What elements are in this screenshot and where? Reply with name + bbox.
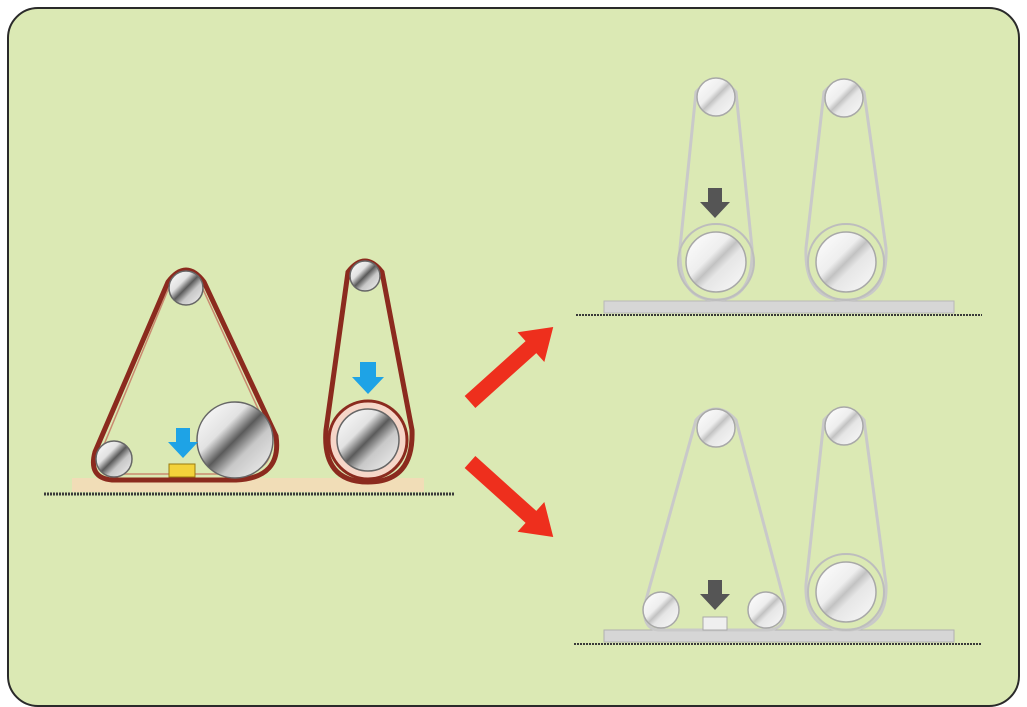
ghost-top-pulley [696, 77, 736, 117]
red-transition-arrow-icon [464, 456, 554, 537]
ghost-ring [807, 223, 885, 301]
ghost-ring [677, 223, 755, 301]
ghost-drive-pulley [815, 231, 877, 293]
down-arrow-icon [168, 428, 198, 458]
top-idler-pulley [168, 270, 204, 306]
base-plate [603, 629, 955, 643]
transition-arrows [464, 327, 554, 537]
ghost-tension-block [702, 616, 728, 631]
ghost-bottom-right-pulley [747, 591, 785, 629]
base-plate [603, 300, 955, 314]
ghost-bottom-left-pulley [642, 591, 680, 629]
down-arrow-icon [700, 580, 730, 610]
triangle-belt [90, 267, 280, 483]
down-arrow-icon [352, 362, 384, 394]
ghost-ring [807, 553, 885, 631]
large-drive-pulley [196, 401, 274, 479]
ghost-top-pulley [824, 406, 864, 446]
narrow-top-pulley [349, 260, 381, 292]
down-arrow-icon [700, 188, 730, 218]
ghost-top-pulley [696, 408, 736, 448]
ghost-top-pulley [824, 78, 864, 118]
outcome-bottom [574, 406, 982, 645]
red-transition-arrow-icon [464, 327, 554, 408]
small-bottom-pulley [95, 440, 133, 478]
narrow-drive-pulley [336, 408, 400, 472]
ghost-drive-pulley [815, 561, 877, 623]
ghost-drive-pulley [685, 231, 747, 293]
outcome-top [576, 77, 982, 316]
tension-block [168, 463, 196, 478]
active-belt-system [44, 258, 454, 496]
